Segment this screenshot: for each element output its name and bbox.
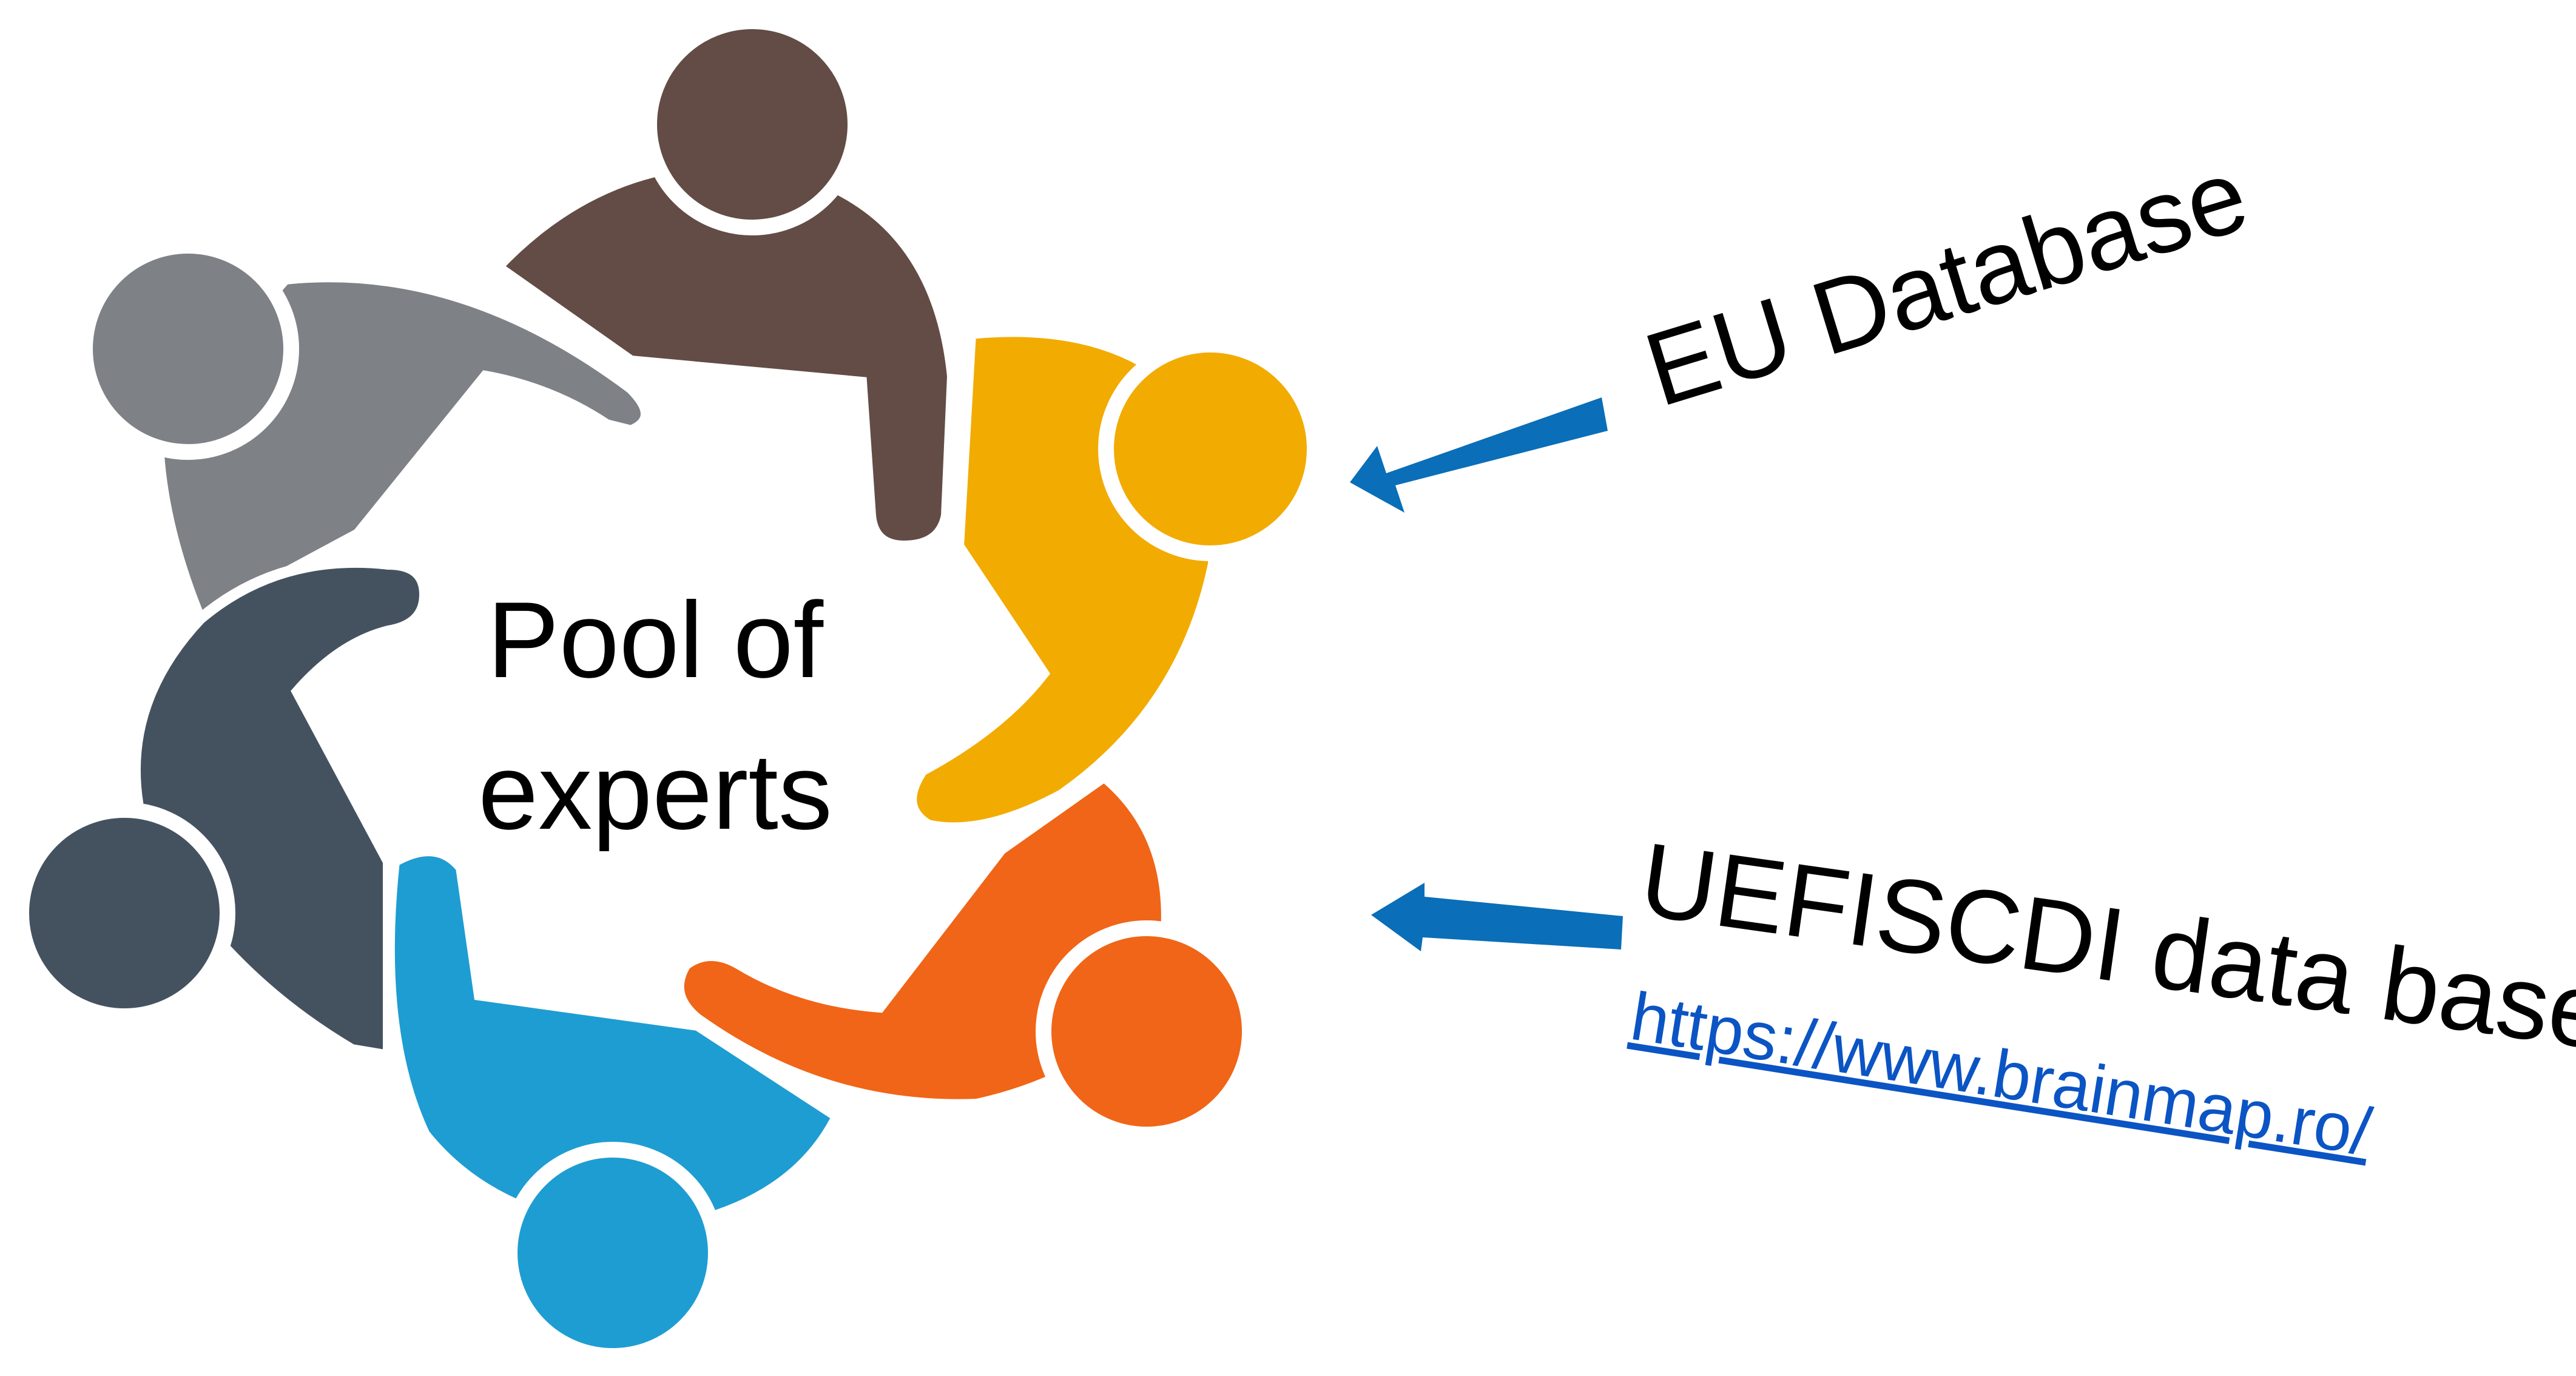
eu-database-arrow [1350, 397, 1608, 513]
yellow-person-figure [906, 326, 1323, 834]
gray-person-figure [77, 238, 652, 627]
orange-person-figure [673, 769, 1258, 1142]
slate-person-body [129, 556, 431, 1062]
blue-person-figure [383, 845, 845, 1364]
gray-person-head [77, 238, 299, 460]
center-label-line1: Pool of [487, 579, 824, 700]
slate-person-head [13, 802, 235, 1024]
brown-person-figure [489, 13, 959, 552]
brown-person-head [641, 13, 863, 235]
uefiscdi-arrow [1371, 883, 1623, 951]
orange-person-head [1036, 920, 1258, 1142]
blue-person-head [502, 1142, 724, 1364]
uefiscdi-arrow-shape [1371, 883, 1623, 951]
center-label: Pool of experts [467, 564, 843, 868]
center-label-line2: experts [478, 731, 832, 852]
brown-person-body [489, 157, 959, 552]
slate-person-figure [13, 556, 431, 1062]
eu-arrow-shape [1350, 397, 1608, 513]
yellow-person-head [1098, 337, 1323, 561]
